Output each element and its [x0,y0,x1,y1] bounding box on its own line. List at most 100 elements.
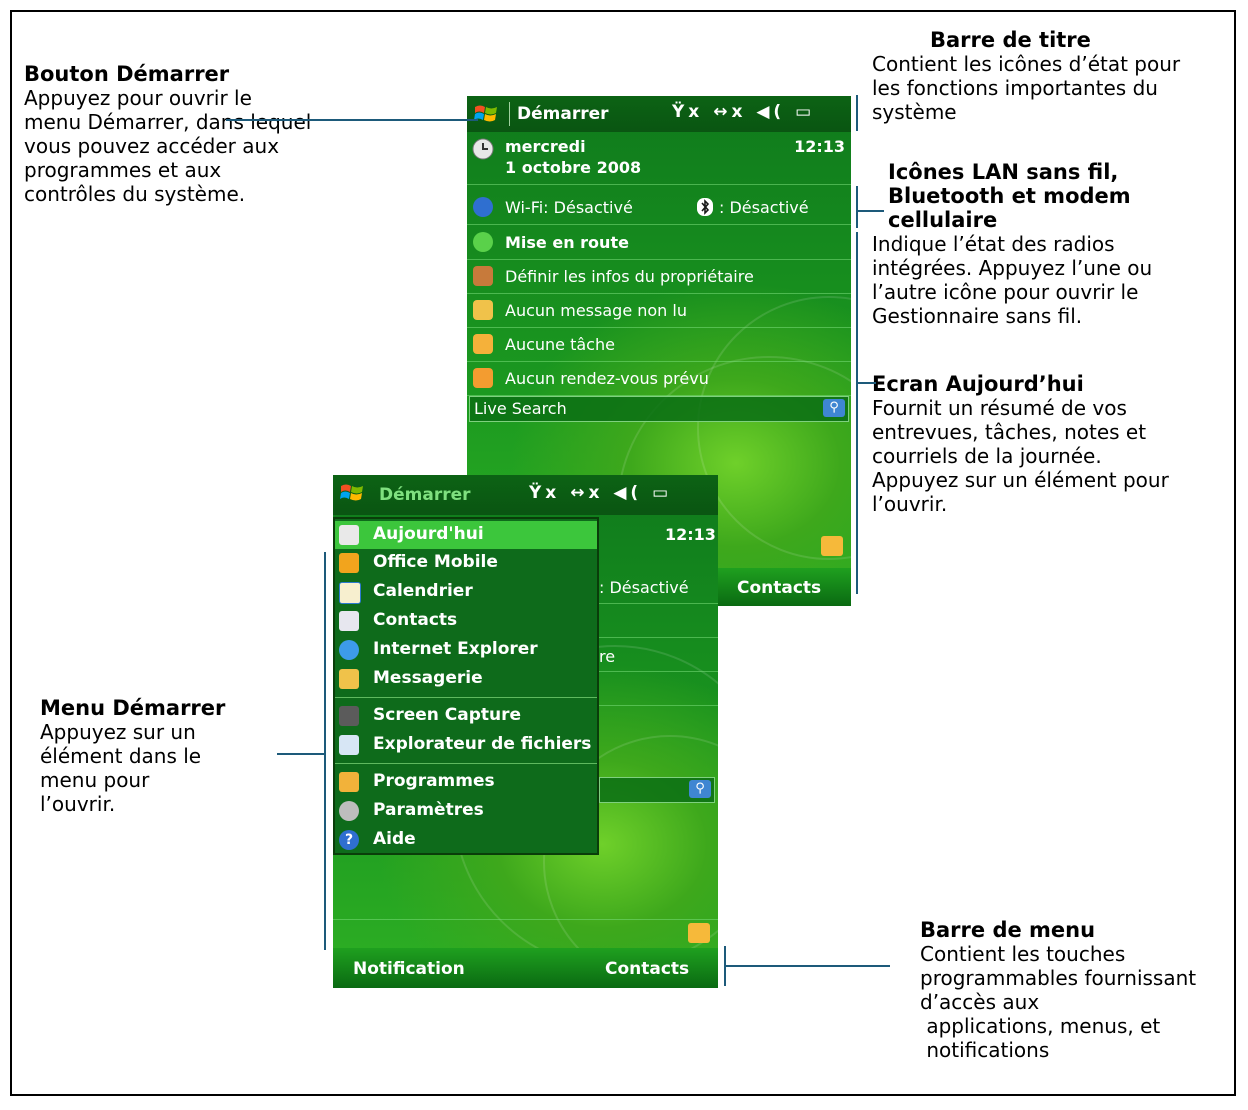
menu-item-help[interactable]: ? Aide [335,826,597,854]
callout-wireless: Icônes LAN sans fil, Bluetooth et modem … [872,160,1232,328]
menu-item-label: Aide [373,829,416,849]
wifi-status: Wi-Fi: Désactivé [505,198,633,217]
date-day: mercredi [505,137,586,156]
search-icon[interactable]: ⚲ [823,399,845,417]
menu-item-label: Calendrier [373,581,473,601]
today-row [599,671,718,706]
internet-explorer-icon [339,640,359,660]
search-label: Live Search [474,399,567,418]
today-item[interactable]: Aucun rendez-vous prévu [467,361,851,396]
live-search-bar[interactable]: Live Search ⚲ [469,396,849,422]
calendar-icon [473,368,493,388]
today-item-label: Définir les infos du propriétaire [505,267,754,286]
windows-start-flag-icon[interactable] [473,101,499,127]
menu-separator [335,763,597,764]
menu-item-label: Screen Capture [373,705,522,725]
help-icon: ? [339,830,359,850]
callout-start-menu: Menu Démarrer Appuyez sur un élément dan… [40,696,300,816]
title-text[interactable]: Démarrer [379,485,471,505]
menu-bar: Notification Contacts [333,948,718,988]
title-separator [509,102,510,126]
leader-line [856,186,858,228]
menu-item-label: Messagerie [373,668,483,688]
softkey-right[interactable]: Contacts [737,578,822,598]
connection-icon[interactable] [821,536,843,556]
today-item[interactable]: Mise en route [467,225,851,260]
menu-item-programs[interactable]: Programmes [335,768,597,796]
search-icon[interactable]: ⚲ [689,780,711,798]
date-row[interactable]: mercredi 1 octobre 2008 12:13 [467,132,851,185]
bluetooth-icon[interactable] [697,198,713,216]
today-item-label: Aucun rendez-vous prévu [505,369,709,388]
wifi-icon[interactable] [473,197,493,217]
home-icon [339,525,359,545]
softkey-notification[interactable]: Notification [353,959,465,979]
status-icons[interactable]: Ÿx ↔x ◀( ▭ [672,102,816,122]
bluetooth-status: : Désactivé [719,198,809,217]
divider [333,919,718,920]
programs-icon [339,772,359,792]
callout-menu-bar: Barre de menu Contient les touches progr… [920,918,1232,1062]
getting-started-icon [473,232,493,252]
callout-body: Indique l’état des radios intégrées. App… [872,232,1153,328]
office-icon [339,553,359,573]
message-icon [339,669,359,689]
row-fragment: re [599,647,616,666]
leader-line [856,95,858,131]
windows-start-flag-icon[interactable] [339,480,365,506]
today-item-label: Aucun message non lu [505,301,687,320]
date-full: 1 octobre 2008 [505,158,642,177]
title-bar: Démarrer Ÿx ↔x ◀( ▭ [333,475,718,515]
menu-item-screen-capture[interactable]: Screen Capture [335,702,597,730]
menu-item-internet-explorer[interactable]: Internet Explorer [335,636,597,664]
softkey-contacts[interactable]: Contacts [605,959,690,979]
menu-item-file-explorer[interactable]: Explorateur de fichiers [335,731,597,759]
menu-item-contacts[interactable]: Contacts [335,607,597,635]
callout-title-bar: Barre de titre Contient les icônes d’éta… [872,28,1232,124]
message-icon [473,300,493,320]
calendar-icon [339,582,361,604]
today-item[interactable]: Aucune tâche [467,327,851,362]
leader-line [324,552,326,950]
bluetooth-status: : Désactivé [599,578,689,597]
menu-separator [335,697,597,698]
owner-icon [473,266,493,286]
title-bar: Démarrer Ÿx ↔x ◀( ▭ [467,96,851,132]
callout-today-screen: Ecran Aujourd’hui Fournit un résumé de v… [872,372,1232,516]
today-item[interactable]: Définir les infos du propriétaire [467,259,851,294]
title-text[interactable]: Démarrer [517,104,609,124]
live-search-bar[interactable]: ⚲ [599,777,715,803]
menu-item-label: Explorateur de fichiers [373,734,592,754]
callout-title: Menu Démarrer [40,696,226,720]
clock-time: 12:13 [665,525,716,544]
callout-title: Bouton Démarrer [24,62,230,86]
menu-item-today[interactable]: Aujourd'hui [335,521,597,549]
start-menu: Aujourd'hui Office Mobile Calendrier Con… [333,517,599,855]
status-icons[interactable]: Ÿx ↔x ◀( ▭ [529,483,673,503]
wireless-row: : Désactivé [599,567,718,604]
menu-item-label: Paramètres [373,800,484,820]
leader-line [856,232,858,594]
callout-title: Barre de titre [930,28,1091,52]
today-row [599,603,718,638]
today-item-label: Aucune tâche [505,335,615,354]
callout-body: Appuyez sur un élément dans le menu pour… [40,720,202,816]
clock-icon [472,138,494,160]
callout-body: Fournit un résumé de vos entrevues, tâch… [872,396,1169,516]
wireless-row[interactable]: Wi-Fi: Désactivé : Désactivé [467,190,851,225]
leader-line [277,753,325,755]
file-explorer-icon [339,735,359,755]
gear-icon [339,801,359,821]
leader-line [226,119,478,121]
contacts-icon [339,611,359,631]
connection-icon[interactable] [688,923,710,943]
today-item[interactable]: Aucun message non lu [467,293,851,328]
menu-item-settings[interactable]: Paramètres [335,797,597,825]
menu-item-calendar[interactable]: Calendrier [335,578,597,606]
menu-item-messaging[interactable]: Messagerie [335,665,597,693]
callout-title: Icônes LAN sans fil, Bluetooth et modem … [888,160,1131,232]
callout-body: Contient les touches programmables fourn… [920,942,1197,1062]
menu-item-label: Office Mobile [373,552,498,572]
menu-item-office-mobile[interactable]: Office Mobile [335,549,597,577]
menu-item-label: Contacts [373,610,458,630]
